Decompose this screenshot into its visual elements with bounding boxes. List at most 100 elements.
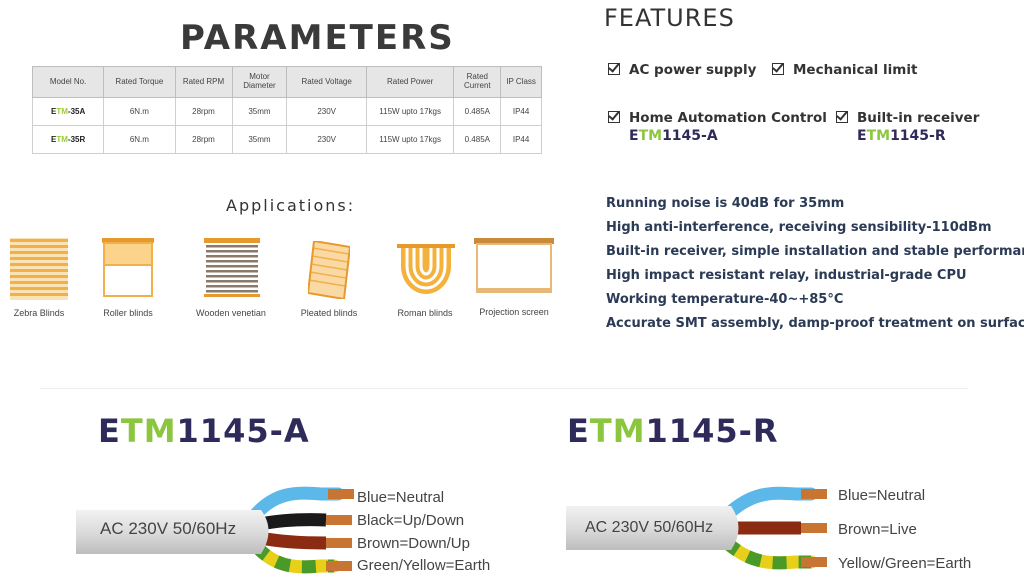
cell-power: 115W upto 17kgs: [365, 97, 455, 126]
projection-screen-icon: [474, 238, 554, 293]
model-suffix: -35A: [67, 107, 86, 116]
wire-label-blue: Blue=Neutral: [838, 487, 926, 504]
wire-label-brown: Brown=Down/Up: [357, 535, 470, 552]
cable-a-diagram: [76, 486, 354, 574]
cell-diameter: 35mm: [231, 125, 288, 154]
cable-jacket: [566, 506, 739, 550]
header-rated-current: Rated Current: [453, 66, 502, 98]
checkbox-icon: [836, 111, 848, 123]
checkbox-icon: [608, 111, 620, 123]
app-label-wooden: Wooden venetian: [196, 308, 266, 318]
header-rated-voltage: Rated Voltage: [286, 66, 367, 98]
model-prefix-e: E: [857, 128, 867, 144]
model-prefix-tm: TM: [638, 128, 663, 144]
header-ip-class: IP Class: [500, 66, 542, 98]
header-rated-rpm: Rated RPM: [174, 66, 233, 98]
feature-model-r: ETM1145-R: [857, 128, 946, 144]
feature-label: AC power supply: [629, 62, 757, 78]
model-prefix-tm: TM: [589, 412, 646, 450]
app-label-pleated: Pleated blinds: [300, 308, 358, 318]
wiring-model-a-title: ETM1145-A: [98, 412, 310, 450]
feature-label: Built-in receiver: [857, 110, 980, 126]
parameters-title: PARAMETERS: [180, 18, 455, 58]
pleated-blinds-icon: [308, 241, 350, 299]
wire-label-black: Black=Up/Down: [357, 512, 465, 529]
model-suffix: 1145-R: [645, 412, 779, 450]
cell-model: ETM-35A: [31, 97, 105, 126]
feature-mechanical-limit: Mechanical limit: [772, 62, 917, 78]
app-label-roman: Roman blinds: [397, 308, 453, 318]
table-header-row: Model No. Rated Torque Rated RPM Motor D…: [31, 66, 542, 98]
model-suffix: 1145-A: [176, 412, 310, 450]
header-model-no: Model No.: [31, 66, 105, 98]
feature-built-in-receiver: Built-in receiver: [836, 110, 979, 126]
copper-tip-black: [326, 515, 352, 525]
spec-line: Working temperature-40~+85°C: [606, 292, 844, 307]
cell-torque: 6N.m: [103, 125, 176, 154]
wire-label-brown: Brown=Live: [838, 521, 917, 538]
app-label-zebra: Zebra Blinds: [13, 308, 65, 318]
copper-tip-earth: [326, 561, 352, 571]
cell-power: 115W upto 17kgs: [365, 125, 455, 154]
parameters-table: Model No. Rated Torque Rated RPM Motor D…: [31, 66, 542, 154]
model-prefix-e: E: [51, 135, 57, 144]
model-suffix: 1145-A: [662, 128, 718, 144]
cell-ip: IP44: [500, 125, 542, 154]
header-rated-power: Rated Power: [365, 66, 455, 98]
model-suffix: 1145-R: [890, 128, 946, 144]
header-rated-torque: Rated Torque: [103, 66, 176, 98]
spec-line: High impact resistant relay, industrial-…: [606, 268, 967, 283]
roman-blinds-icon: [397, 244, 455, 294]
cable-a-label: AC 230V 50/60Hz: [100, 519, 237, 538]
roller-blinds-icon: [102, 238, 154, 297]
cell-torque: 6N.m: [103, 97, 176, 126]
model-prefix-tm: TM: [120, 412, 177, 450]
copper-tip-blue: [801, 489, 827, 499]
cable-jacket: [76, 510, 269, 554]
cell-rpm: 28rpm: [174, 97, 233, 126]
model-prefix-tm: TM: [56, 135, 68, 144]
app-label-projection: Projection screen: [479, 307, 549, 317]
model-prefix-e: E: [567, 412, 590, 450]
model-prefix-e: E: [629, 128, 639, 144]
wiring-model-r-title: ETM1145-R: [567, 412, 779, 450]
model-suffix: -35R: [67, 135, 86, 144]
feature-ac-power: AC power supply: [608, 62, 756, 78]
app-label-roller: Roller blinds: [103, 308, 153, 318]
table-row: ETM-35A 6N.m 28rpm 35mm 230V 115W upto 1…: [31, 97, 542, 126]
cell-diameter: 35mm: [231, 97, 288, 126]
cell-voltage: 230V: [286, 97, 367, 126]
wire-label-earth: Green/Yellow=Earth: [357, 557, 491, 574]
spec-line: Running noise is 40dB for 35mm: [606, 196, 845, 211]
checkbox-icon: [772, 63, 784, 75]
feature-label: Mechanical limit: [793, 62, 918, 78]
cell-current: 0.485A: [453, 97, 502, 126]
applications-title: Applications:: [226, 196, 356, 215]
model-prefix-tm: TM: [866, 128, 891, 144]
spec-line: Accurate SMT assembly, damp-proof treatm…: [606, 316, 1024, 331]
cell-ip: IP44: [500, 97, 542, 126]
section-divider: [40, 388, 968, 389]
feature-home-automation: Home Automation Control: [608, 110, 827, 126]
checkbox-icon: [608, 63, 620, 75]
cell-current: 0.485A: [453, 125, 502, 154]
cell-model: ETM-35R: [31, 125, 105, 154]
wire-label-blue: Blue=Neutral: [357, 489, 445, 506]
features-title: FEATURES: [604, 4, 735, 32]
copper-tip-brown: [801, 523, 827, 533]
model-prefix-e: E: [51, 107, 57, 116]
model-prefix-e: E: [98, 412, 121, 450]
spec-line: Built-in receiver, simple installation a…: [606, 244, 1024, 259]
table-row: ETM-35R 6N.m 28rpm 35mm 230V 115W upto 1…: [31, 125, 542, 154]
cell-rpm: 28rpm: [174, 125, 233, 154]
zebra-blinds-icon: [10, 238, 68, 300]
model-prefix-tm: TM: [56, 107, 68, 116]
copper-tip-blue: [328, 489, 354, 499]
feature-model-a: ETM1145-A: [629, 128, 718, 144]
cell-voltage: 230V: [286, 125, 367, 154]
wooden-venetian-icon: [204, 238, 260, 297]
header-motor-diameter: Motor Diameter: [231, 66, 288, 98]
copper-tip-brown: [326, 538, 352, 548]
copper-tip-earth: [801, 557, 827, 567]
feature-label: Home Automation Control: [629, 110, 827, 126]
